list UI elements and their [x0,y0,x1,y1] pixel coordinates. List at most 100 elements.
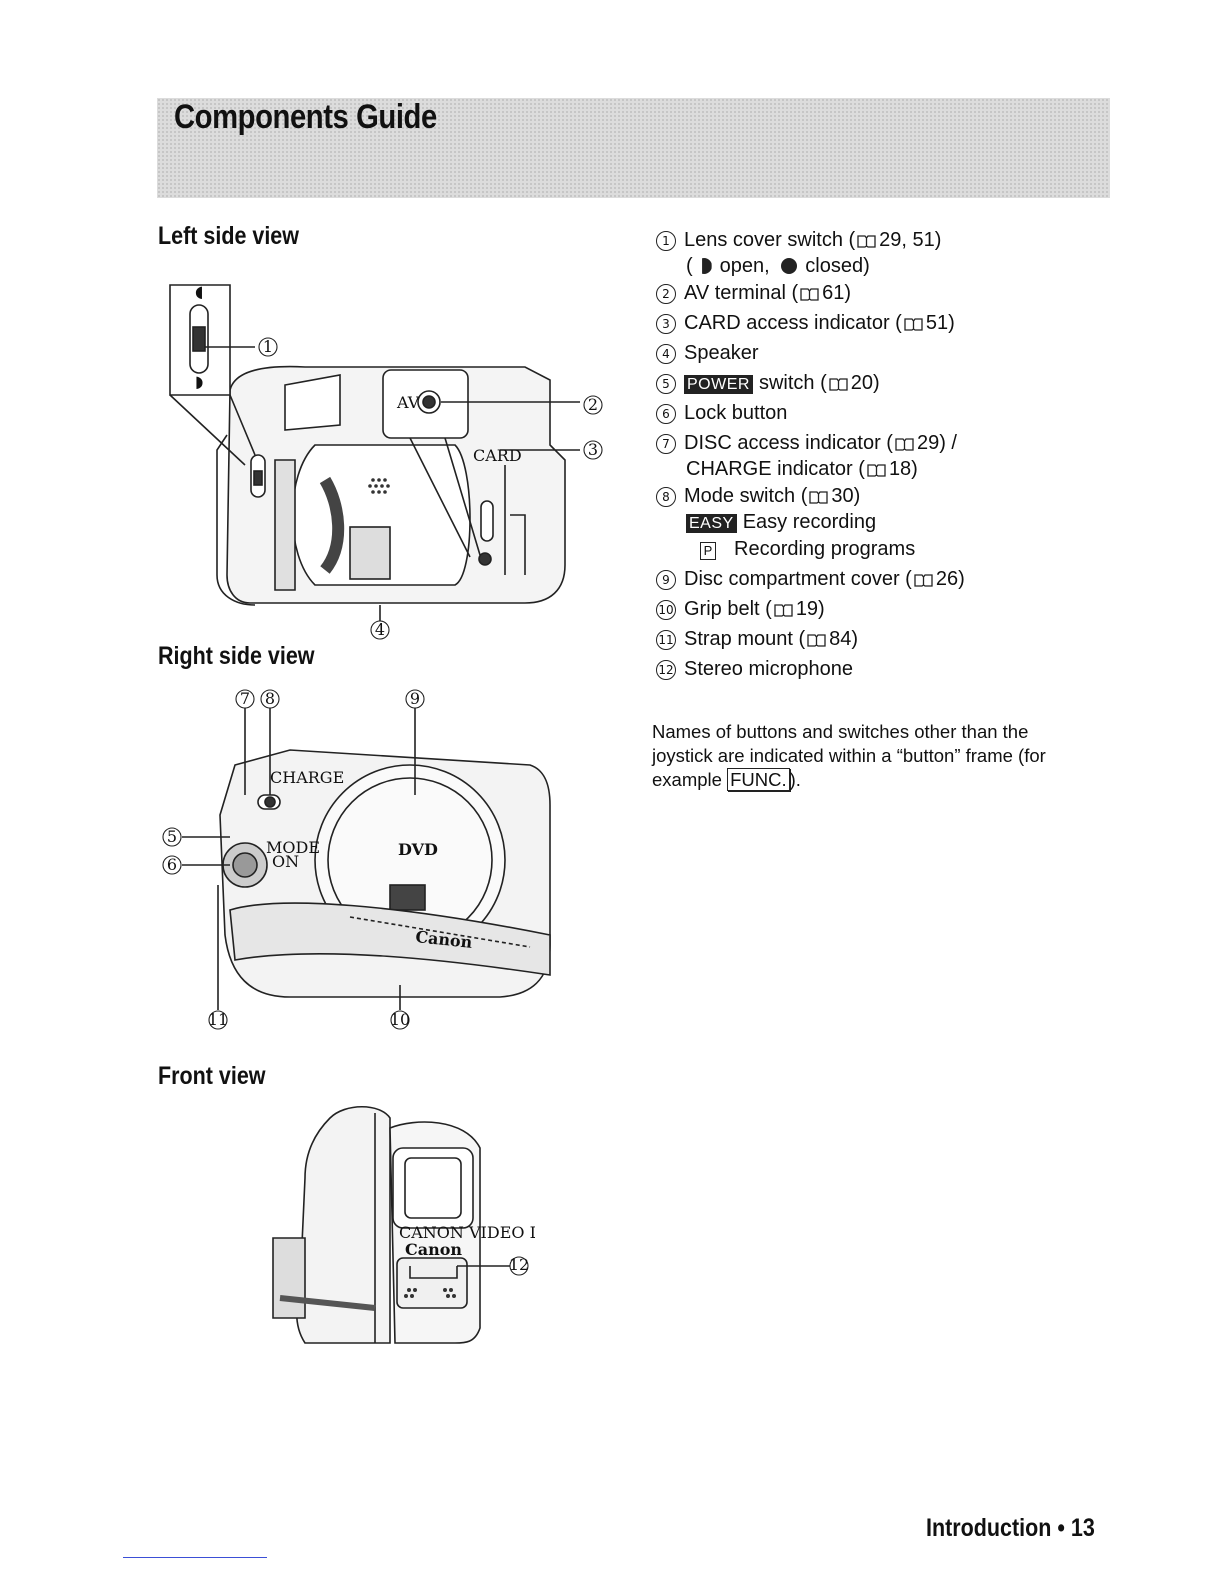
book-icon [800,288,819,301]
list-item-strap-mount: 11 Strap mount ( 84) [656,629,1116,659]
svg-text:3: 3 [588,440,598,459]
svg-text:7: 7 [240,689,250,708]
book-icon [829,378,848,391]
func-button-example: FUNC. [727,768,790,791]
lens-cover-open-closed: (open, closed) [686,255,870,277]
item-ref: 84) [829,628,859,650]
list-item-disc-compartment-cover: 9 Disc compartment cover ( 26) [656,569,1116,599]
item-ref: 20) [850,372,880,394]
item-number: 4 [656,344,676,364]
item-text: CHARGE indicator ( [686,458,865,480]
open-icon [702,258,712,274]
item-number: 8 [656,487,676,507]
callout-10: 10 [390,1010,410,1030]
callout-12: 12 [509,1255,529,1276]
svg-text:4: 4 [375,620,385,639]
svg-text:11: 11 [208,1010,228,1029]
item-number: 7 [656,434,676,454]
svg-text:8: 8 [265,689,275,708]
item-number: 6 [656,404,676,424]
list-item-lens-cover-switch: 1 Lens cover switch (29, 51) [656,230,1116,255]
section-right-side-view: Right side view [158,642,315,670]
dvd-logo: DVD [398,840,438,859]
callout-6: 6 [162,855,182,875]
front-brand: Canon [405,1240,462,1259]
footer-rule [123,1557,267,1558]
svg-text:9: 9 [410,689,420,708]
item-text: Lock button [684,402,788,424]
book-icon [857,235,876,248]
note-text: Names of buttons and switches other than… [652,721,1046,790]
right-side-view-illustration: DVD Canon CHARGE MODE ON 7 8 9 5 6 11 10 [162,689,551,1030]
lens-cover-open-mark: ◖ [195,282,203,301]
item-number: 11 [656,630,676,650]
item-text: switch ( [758,372,827,394]
page-title: Components Guide [174,98,437,136]
list-item-av-terminal: 2 AV terminal ( 61) [656,283,1116,313]
note-end: ). [789,769,801,790]
on-label: ON [272,852,299,871]
list-item-mode-switch: 8 Mode switch (30) [656,486,1116,511]
left-side-view-illustration: ◖ ◗ AV CARD 1 2 3 4 [169,282,603,640]
item-text: Strap mount ( [684,628,806,650]
svg-text:1: 1 [263,337,273,356]
list-item-disc-access-indicator: 7 DISC access indicator ( 29) / [656,433,1116,458]
open-label: open, [719,255,770,277]
item-ref: 51) [925,312,955,334]
item-ref: 26) [935,568,965,590]
mode-label: MODE [266,838,320,857]
item-number: 5 [656,374,676,394]
book-icon [867,464,886,477]
callout-9: 9 [405,689,425,709]
item-number: 12 [656,660,676,680]
book-icon [774,604,793,617]
book-icon [807,634,826,647]
callout-11: 11 [208,1010,228,1030]
list-item-grip-belt: 10 Grip belt ( 19) [656,599,1116,629]
button-frame-note: Names of buttons and switches other than… [652,720,1092,792]
callout-1: 1 [258,337,278,357]
item-text: AV terminal ( [684,282,799,304]
power-badge: POWER [684,375,753,394]
callout-8: 8 [260,689,280,709]
item-text: CARD access indicator ( [684,312,902,334]
svg-text:12: 12 [509,1255,529,1274]
item-number: 10 [656,600,676,620]
book-icon [809,491,829,504]
item-text: Grip belt ( [684,598,772,620]
item-text: Stereo microphone [684,658,853,680]
item-text: Lens cover switch ( [684,229,856,251]
item-ref: 19) [795,598,825,620]
item-ref: 29) / [916,432,957,454]
item-text: Disc compartment cover ( [684,568,912,590]
closed-icon [781,258,798,274]
page-footer: Introduction • 13 [926,1514,1095,1542]
title-banner: Components Guide [157,98,1110,198]
easy-recording-label: Easy recording [742,511,877,533]
item-ref: 61) [822,282,852,304]
callout-3: 3 [583,440,603,460]
item-number: 2 [656,284,676,304]
item-text: Speaker [684,342,759,364]
item-number: 9 [656,570,676,590]
section-front-view: Front view [158,1062,266,1090]
list-item-stereo-microphone: 12 Stereo microphone [656,659,1116,689]
book-icon [895,438,914,451]
item-ref: 29, 51) [879,229,942,251]
svg-text:10: 10 [390,1010,410,1029]
list-item-card-access-indicator: 3 CARD access indicator ( 51) [656,313,1116,343]
card-label: CARD [473,446,522,465]
p-badge: P [700,542,716,560]
book-icon [904,318,923,331]
recording-programs-line: P Recording programs [656,538,1116,569]
components-list: 1 Lens cover switch (29, 51) (open, clos… [656,230,1116,689]
item-text: DISC access indicator ( [684,432,893,454]
recording-programs-label: Recording programs [734,538,916,560]
charge-label: CHARGE [270,768,344,787]
av-label: AV [396,393,420,412]
callout-4: 4 [370,620,390,640]
list-item-power-switch: 5 POWER switch ( 20) [656,373,1116,403]
svg-text:2: 2 [588,395,598,414]
item-number: 3 [656,314,676,334]
